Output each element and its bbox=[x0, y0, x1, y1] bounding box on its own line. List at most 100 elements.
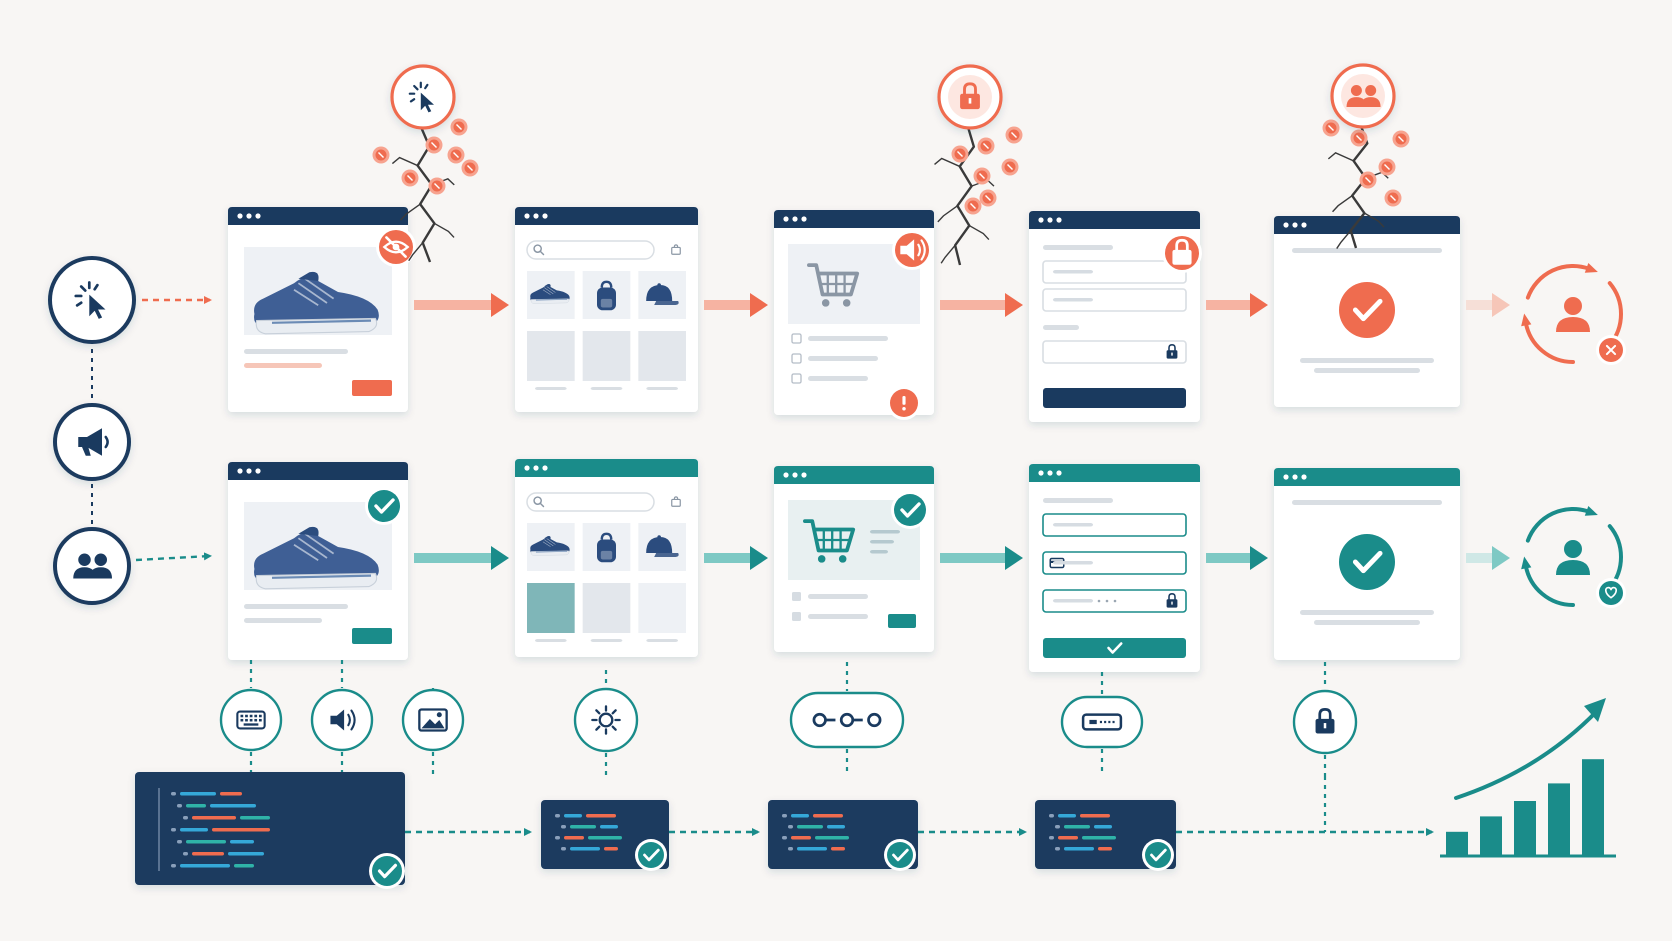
window-titlebar bbox=[1029, 464, 1200, 482]
checkbox bbox=[791, 353, 802, 364]
flow-arrow bbox=[1206, 293, 1268, 317]
sun-contrast-icon bbox=[591, 705, 621, 735]
checkbox bbox=[791, 373, 802, 384]
check-icon bbox=[892, 848, 909, 862]
sequence-nodes-icon bbox=[812, 712, 882, 728]
fix-node bbox=[573, 670, 639, 776]
error-dot bbox=[1392, 130, 1410, 148]
checkout-button bbox=[888, 614, 916, 628]
status-badge bbox=[635, 839, 667, 871]
form-field bbox=[1042, 288, 1187, 312]
user-outcome bbox=[1521, 262, 1626, 365]
lock-icon bbox=[1166, 593, 1178, 608]
status-badge bbox=[376, 227, 416, 267]
form-field bbox=[1042, 551, 1187, 575]
window-titlebar bbox=[228, 207, 408, 225]
trend-line bbox=[1454, 708, 1600, 800]
text-placeholder bbox=[244, 604, 348, 609]
user-icon bbox=[1556, 297, 1590, 332]
error-dot bbox=[1005, 126, 1023, 144]
add-to-cart-button bbox=[352, 380, 392, 396]
speaker-icon bbox=[330, 709, 356, 731]
submit-button bbox=[1043, 638, 1186, 658]
broken-step-2 bbox=[515, 207, 698, 412]
lock-icon bbox=[1315, 708, 1335, 734]
window-titlebar bbox=[774, 466, 934, 484]
text-placeholder bbox=[590, 639, 623, 642]
grid-tile bbox=[527, 583, 575, 633]
flow-arrow bbox=[940, 293, 1023, 317]
check-icon bbox=[377, 863, 398, 879]
text-placeholder bbox=[1053, 298, 1093, 302]
text-placeholder bbox=[244, 349, 348, 354]
users-icon bbox=[73, 553, 112, 579]
error-dot bbox=[977, 137, 995, 155]
flow-arrow bbox=[1206, 546, 1268, 570]
grid-tile bbox=[638, 331, 686, 381]
backpack-image bbox=[597, 532, 616, 563]
code-block bbox=[541, 800, 669, 871]
eye-slash-icon bbox=[382, 236, 410, 258]
error-dot bbox=[425, 136, 443, 154]
text-placeholder bbox=[590, 387, 623, 390]
fix-node bbox=[1060, 672, 1144, 776]
trend-arrowhead bbox=[1584, 698, 1606, 722]
growth-bar bbox=[1514, 801, 1536, 856]
window-titlebar bbox=[1029, 211, 1200, 229]
user-outcome bbox=[1521, 505, 1626, 608]
form-field bbox=[1042, 513, 1187, 537]
broken-step-5 bbox=[1274, 216, 1460, 407]
barrier-node bbox=[372, 64, 479, 263]
text-placeholder bbox=[646, 387, 678, 390]
window-titlebar bbox=[228, 462, 408, 480]
status-badge bbox=[365, 487, 403, 525]
error-dot bbox=[450, 118, 468, 136]
check-icon bbox=[374, 498, 395, 514]
window-titlebar bbox=[774, 210, 934, 228]
accessible-step-4 bbox=[1029, 464, 1200, 672]
search-icon bbox=[533, 496, 545, 508]
fix-node bbox=[401, 688, 465, 776]
error-dot bbox=[461, 159, 479, 177]
crack-line bbox=[934, 126, 995, 266]
window-titlebar bbox=[515, 207, 698, 225]
text-placeholder bbox=[808, 356, 878, 361]
grid-tile bbox=[582, 583, 631, 633]
sneaker-image bbox=[530, 536, 570, 556]
flow-arrow bbox=[414, 546, 509, 570]
text-placeholder bbox=[1053, 599, 1093, 603]
checkbox bbox=[792, 592, 801, 601]
checkbox bbox=[792, 612, 801, 621]
users-icon bbox=[1346, 85, 1381, 107]
text-placeholder bbox=[870, 530, 900, 534]
check-icon bbox=[643, 848, 660, 862]
broken-flow-row bbox=[228, 63, 1626, 422]
growth-chart-icon bbox=[1440, 698, 1616, 858]
grid-tile bbox=[582, 331, 631, 381]
cap-image bbox=[646, 535, 679, 557]
text-placeholder bbox=[1053, 270, 1093, 274]
error-dot bbox=[973, 167, 991, 185]
text-placeholder bbox=[808, 614, 868, 619]
text-placeholder bbox=[1292, 248, 1442, 253]
error-dot bbox=[1322, 119, 1340, 137]
text-placeholder bbox=[1314, 620, 1420, 625]
sneaker-image bbox=[254, 526, 379, 590]
text-placeholder bbox=[1292, 500, 1442, 505]
window-titlebar bbox=[515, 459, 698, 477]
text-placeholder bbox=[1300, 610, 1434, 615]
check-icon bbox=[1352, 550, 1383, 574]
code-block bbox=[1035, 800, 1176, 871]
status-badge bbox=[892, 230, 932, 270]
flow-arrow bbox=[1466, 293, 1510, 317]
form-field bbox=[1042, 340, 1187, 364]
window-titlebar bbox=[1274, 216, 1460, 234]
submit-button bbox=[1043, 388, 1186, 408]
error-dot bbox=[447, 146, 465, 164]
grid-tile bbox=[638, 583, 686, 633]
text-placeholder bbox=[870, 550, 888, 554]
persona-column bbox=[48, 256, 212, 605]
broken-step-3 bbox=[774, 210, 934, 415]
error-dot bbox=[372, 146, 390, 164]
bag-icon bbox=[671, 244, 681, 255]
